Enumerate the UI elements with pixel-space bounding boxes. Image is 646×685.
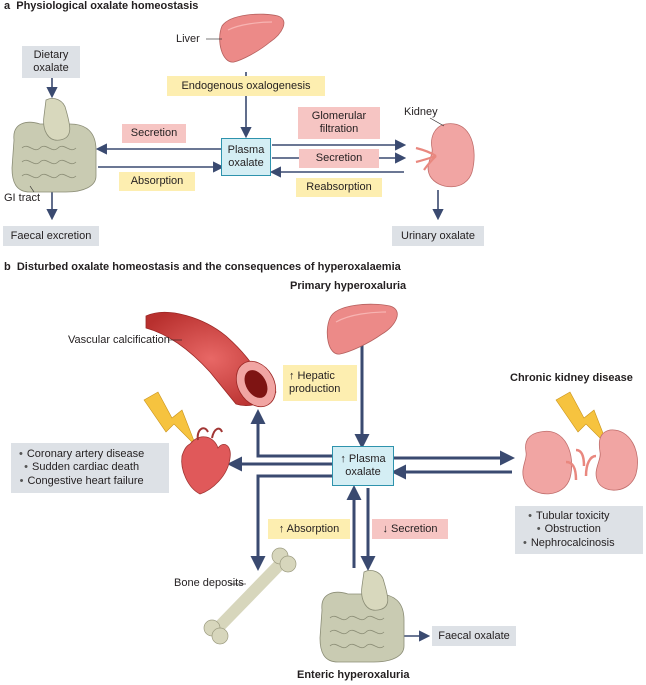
vascular-calcification-label: Vascular calcification <box>68 334 170 346</box>
panel-a-title: a Physiological oxalate homeostasis <box>4 0 198 12</box>
renal-consequences-box: Tubular toxicity Obstruction Nephrocalci… <box>515 506 643 554</box>
absorption-label-b: ↑ Absorption <box>268 519 350 539</box>
secretion-label-a-right: Secretion <box>299 149 379 168</box>
panel-b-arrows <box>227 338 515 571</box>
renal-item: Nephrocalcinosis <box>523 537 615 551</box>
kidney-icon-a <box>415 117 475 188</box>
arrow-to-bone <box>250 474 332 571</box>
absorption-label-a: Absorption <box>119 172 195 191</box>
faecal-excretion-label: Faecal excretion <box>3 226 99 246</box>
hepatic-production-label: ↑ Hepatic production <box>283 365 357 401</box>
heart-icon <box>181 427 231 495</box>
secretion-label-b: ↓ Secretion <box>372 519 448 539</box>
liver-icon-a <box>206 13 285 63</box>
blood-vessel-icon <box>145 312 277 408</box>
faecal-oxalate-label: Faecal oxalate <box>432 626 516 646</box>
gi-tract-label: GI tract <box>4 192 41 204</box>
panel-a-letter: a <box>4 0 11 12</box>
glomerular-filtration-label: Glomerular filtration <box>298 107 380 139</box>
renal-item: Tubular toxicity <box>523 510 615 524</box>
plasma-oxalate-box-b: ↑ Plasma oxalate <box>332 446 394 486</box>
gi-tract-icon-a <box>11 98 97 193</box>
liver-icon-b <box>326 303 398 355</box>
dietary-oxalate-label: Dietary oxalate <box>22 46 80 78</box>
lightning-icon-kidney <box>555 391 609 447</box>
kidney-label-a: Kidney <box>404 106 438 118</box>
endogenous-oxalogenesis-label: Endogenous oxalogenesis <box>167 76 325 96</box>
urinary-oxalate-label: Urinary oxalate <box>392 226 484 246</box>
panel-b-letter: b <box>4 261 11 273</box>
secretion-label-a-left: Secretion <box>122 124 186 143</box>
cardiac-item: Sudden cardiac death <box>19 461 144 475</box>
enteric-hyperoxaluria-label: Enteric hyperoxaluria <box>297 669 410 681</box>
bone-deposits-label: Bone deposits <box>174 577 244 589</box>
reabsorption-label: Reabsorption <box>296 178 382 197</box>
cardiac-item: Congestive heart failure <box>19 475 144 489</box>
kidneys-icon-b <box>522 429 638 495</box>
plasma-oxalate-box-a: Plasma oxalate <box>221 138 271 176</box>
cardiac-consequences-box: Coronary artery disease Sudden cardiac d… <box>11 443 169 493</box>
gi-tract-icon-b <box>319 570 405 663</box>
chronic-kidney-disease-label: Chronic kidney disease <box>510 372 633 384</box>
panel-b-title: b Disturbed oxalate homeostasis and the … <box>4 261 401 273</box>
primary-hyperoxaluria-label: Primary hyperoxaluria <box>290 280 407 292</box>
cardiac-item: Coronary artery disease <box>19 448 144 462</box>
arrow-to-vessel <box>250 409 332 458</box>
renal-item: Obstruction <box>523 523 615 537</box>
lightning-icon-heart <box>143 391 197 447</box>
liver-label-a: Liver <box>176 33 200 45</box>
panel-b-title-text: Disturbed oxalate homeostasis and the co… <box>16 261 401 273</box>
bone-icon <box>203 547 297 645</box>
panel-a-title-text: Physiological oxalate homeostasis <box>16 0 199 12</box>
